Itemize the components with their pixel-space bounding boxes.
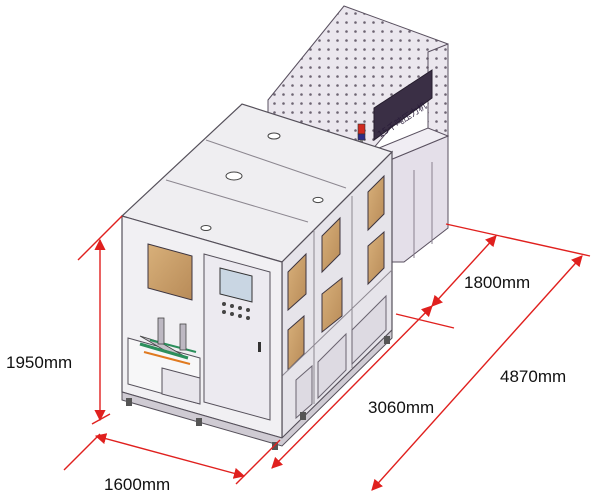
side-window-3 bbox=[367, 174, 385, 232]
rear-sign-band bbox=[373, 69, 433, 141]
dim-width-line bbox=[94, 433, 246, 479]
dim-height-label: 1950mm bbox=[6, 353, 72, 372]
conveyor bbox=[139, 317, 197, 365]
front-lower-cover bbox=[161, 367, 201, 405]
top-hole-4 bbox=[200, 225, 212, 231]
top-hole-1 bbox=[225, 171, 243, 181]
dim-rear-depth-label: 1800mm bbox=[464, 273, 530, 292]
dim-width-label: 1600mm bbox=[104, 475, 170, 494]
dimension-lines bbox=[63, 215, 591, 491]
rear-unit: 15千吨压力机 bbox=[267, 5, 450, 263]
main-machine bbox=[120, 103, 394, 450]
dim-total-length-label: 4870mm bbox=[500, 367, 566, 386]
top-hole-2 bbox=[267, 132, 281, 140]
dim-rear-depth-line bbox=[431, 235, 497, 307]
dim-total-line bbox=[371, 255, 583, 491]
door-handle-icon bbox=[258, 342, 261, 352]
side-window-1 bbox=[287, 252, 307, 312]
dim-length-label: 3060mm bbox=[368, 398, 434, 417]
control-door bbox=[203, 253, 271, 421]
hmi-screen bbox=[219, 267, 253, 303]
control-buttons bbox=[222, 302, 250, 320]
top-hole-3 bbox=[312, 196, 324, 204]
side-window-2 bbox=[321, 216, 341, 274]
front-window bbox=[147, 243, 193, 301]
